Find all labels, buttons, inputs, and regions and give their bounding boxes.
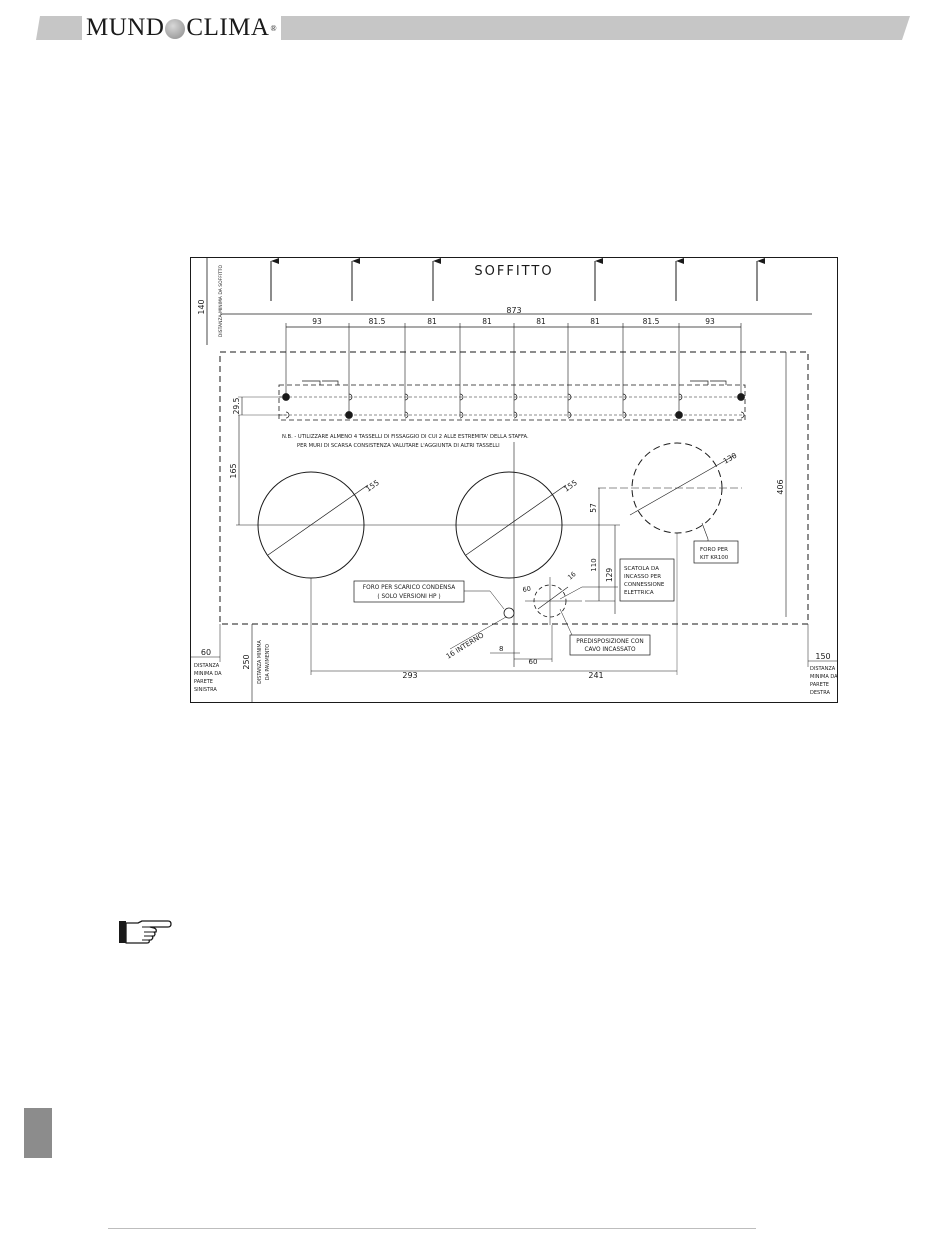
ceiling-distance: 140	[197, 299, 206, 314]
spacing-6: 81	[590, 317, 600, 326]
right-wall-line-2: MINIMA DA	[810, 674, 838, 680]
floor-distance: 250	[242, 654, 251, 669]
left-wall-line-4: SINISTRA	[194, 687, 217, 693]
right-wall-distance: 150	[815, 652, 830, 661]
spacing-7: 81.5	[643, 317, 660, 326]
note-line-1: N.B. - UTILIZZARE ALMENO 4 TASSELLI DI F…	[282, 434, 529, 440]
spacing-2: 81.5	[369, 317, 386, 326]
dim-60-bottom: 60	[529, 658, 538, 666]
spacing-8: 93	[705, 317, 715, 326]
kit-label-box	[693, 540, 739, 564]
page-tab	[24, 1108, 52, 1158]
dim-8: 8	[499, 645, 503, 653]
box-angle-60: 60	[522, 585, 532, 594]
drawing-frame	[190, 257, 838, 703]
right-wall-line-4: DESTRA	[810, 690, 831, 696]
dim-110: 110	[590, 558, 598, 571]
mounting-bracket	[278, 384, 746, 421]
cable-label	[569, 634, 651, 656]
globe-icon	[165, 19, 186, 39]
left-hole-diameter: 155	[364, 478, 381, 494]
cable-label-line-2: CAVO INCASSATO	[584, 647, 635, 653]
spacing-3: 81	[427, 317, 437, 326]
kit-label-line-2: KIT KR100	[700, 555, 729, 561]
spacing-4: 81	[482, 317, 492, 326]
bracket-pitch: 29.5	[232, 397, 241, 414]
ceiling-label: SOFFITTO	[474, 264, 553, 279]
drain-label-line-1: FORO PER SCARICO CONDENSA	[363, 585, 455, 591]
drain-inner-size: 16 INTERNO	[445, 631, 486, 661]
floor-line-1: DISTANZA MINIMA	[257, 639, 263, 683]
dim-165: 165	[229, 463, 238, 478]
dim-241: 241	[588, 671, 603, 680]
center-pipe-hole	[455, 471, 563, 579]
drain-hole	[503, 607, 515, 619]
right-wall-line-3: PARETE	[810, 682, 829, 688]
left-wall-line-3: PARETE	[194, 679, 213, 685]
box-label	[619, 558, 675, 602]
dim-57: 57	[589, 503, 598, 513]
ceiling-arrows	[270, 258, 765, 301]
dim-293: 293	[402, 671, 417, 680]
box-size-16: 16	[566, 570, 577, 581]
cable-label-line-1: PREDISPOSIZIONE CON	[576, 639, 644, 645]
left-wall-line-2: MINIMA DA	[194, 671, 222, 677]
brand-text-right: CLIMA	[186, 14, 270, 41]
brand-text-left: MUND	[86, 14, 165, 41]
dim-129: 129	[605, 568, 614, 583]
pointing-hand-icon	[119, 920, 172, 944]
ceiling-distance-note: DISTANZA MINIMA DA SOFFITTO	[218, 264, 224, 337]
box-label-line-1: SCATOLA DA	[624, 566, 659, 572]
spacing-1: 93	[312, 317, 322, 326]
brand-logo: MUND CLIMA®	[82, 14, 282, 42]
total-width: 873	[506, 306, 521, 315]
fixing-points	[282, 393, 745, 419]
left-wall-distance: 60	[201, 648, 211, 657]
footer-rule	[108, 1228, 756, 1229]
drain-label	[353, 580, 465, 603]
center-hole-diameter: 155	[562, 478, 579, 494]
spacing-5: 81	[536, 317, 546, 326]
registered-mark: ®	[270, 23, 278, 33]
box-label-line-3: CONNESSIONE	[624, 582, 665, 588]
floor-line-2: DA PAVIMENTO	[265, 644, 271, 680]
dim-406: 406	[776, 479, 785, 494]
kit-label-line-1: FORO PER	[700, 547, 728, 553]
kit-hole-diameter: 130	[722, 451, 739, 466]
box-label-line-4: ELETTRICA	[624, 590, 654, 596]
right-wall-line-1: DISTANZA	[810, 666, 836, 672]
installation-drawing: SOFFITTO 140 DISTANZA MINIMA DA SOFFITTO…	[190, 257, 838, 703]
drain-label-line-2: ( SOLO VERSIONI HP )	[377, 594, 440, 600]
box-label-line-2: INCASSO PER	[624, 574, 661, 580]
left-wall-line-1: DISTANZA	[194, 663, 220, 669]
note-line-2: PER MURI DI SCARSA CONSISTENZA VALUTARE …	[297, 443, 500, 449]
